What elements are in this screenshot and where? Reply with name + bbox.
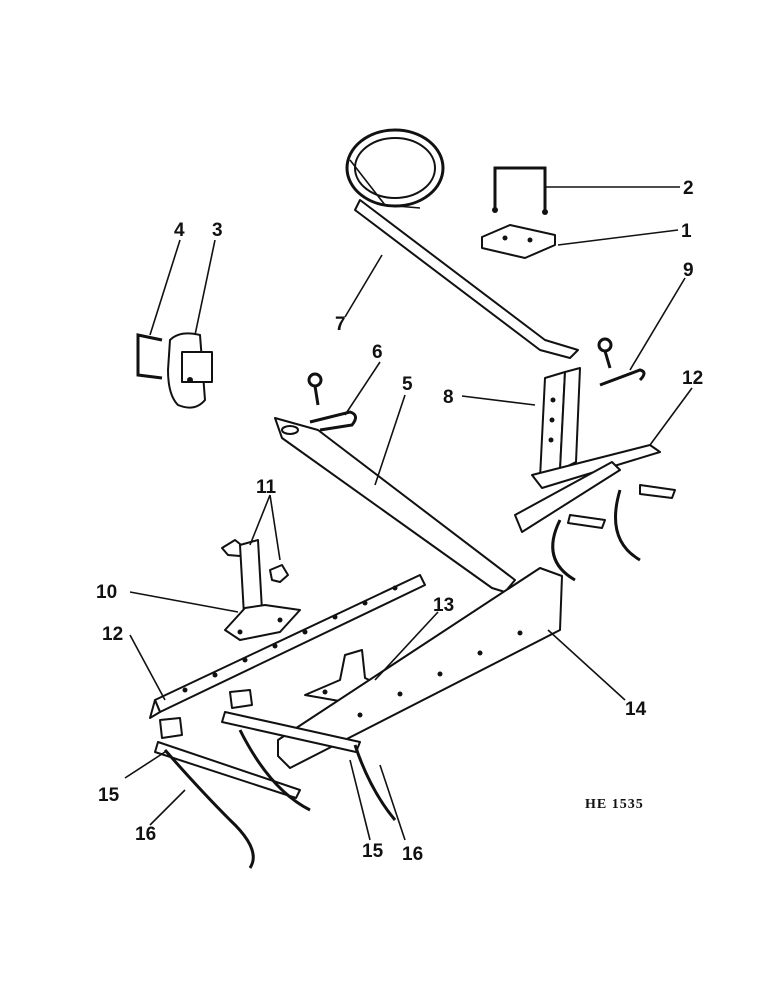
callout-9: 9 <box>683 260 694 281</box>
callout-7: 7 <box>335 314 346 335</box>
callout-12-right: 12 <box>682 368 703 389</box>
part-15-clamp-bar-right <box>221 689 361 753</box>
part-9-clevis-pin <box>597 337 646 387</box>
callout-13: 13 <box>433 595 454 616</box>
callout-2: 2 <box>683 178 694 199</box>
part-12-tool-bar-right <box>514 444 676 582</box>
callout-labels: 1 2 3 4 5 6 7 8 9 10 11 12 12 13 14 15 1… <box>96 178 703 865</box>
part-7-spring-tooth <box>345 128 579 359</box>
part-4-u-bolt <box>136 333 163 380</box>
callout-11: 11 <box>256 477 277 498</box>
part-2-u-bolt <box>492 166 548 215</box>
callout-3: 3 <box>212 220 223 241</box>
part-5-brace-bar <box>274 417 516 593</box>
leader-lines <box>124 186 693 841</box>
callout-16-right: 16 <box>402 844 423 865</box>
callout-15-right: 15 <box>362 841 384 862</box>
callout-16-left: 16 <box>135 824 156 845</box>
part-15-clamp-bar-left <box>154 717 301 799</box>
callout-8: 8 <box>443 387 454 408</box>
callout-6: 6 <box>372 342 383 363</box>
figure-code: HE 1535 <box>585 797 644 812</box>
callout-10: 10 <box>96 582 117 603</box>
callout-14: 14 <box>625 699 647 720</box>
part-1-clamp-plate <box>481 224 556 259</box>
part-6-clevis-pin <box>307 372 357 432</box>
callout-1: 1 <box>681 221 692 242</box>
part-3-clamp <box>167 332 213 409</box>
part-14-frame-bar <box>277 567 563 769</box>
callout-12-left: 12 <box>102 624 123 645</box>
part-16-spring-tooth-left <box>163 749 255 869</box>
part-8-bracket <box>539 367 581 479</box>
callout-15-left: 15 <box>98 785 120 806</box>
callout-4: 4 <box>174 220 185 241</box>
part-12-tool-bar-left <box>149 574 426 719</box>
callout-5: 5 <box>402 374 413 395</box>
part-16-spring-tooth-right <box>238 729 397 821</box>
